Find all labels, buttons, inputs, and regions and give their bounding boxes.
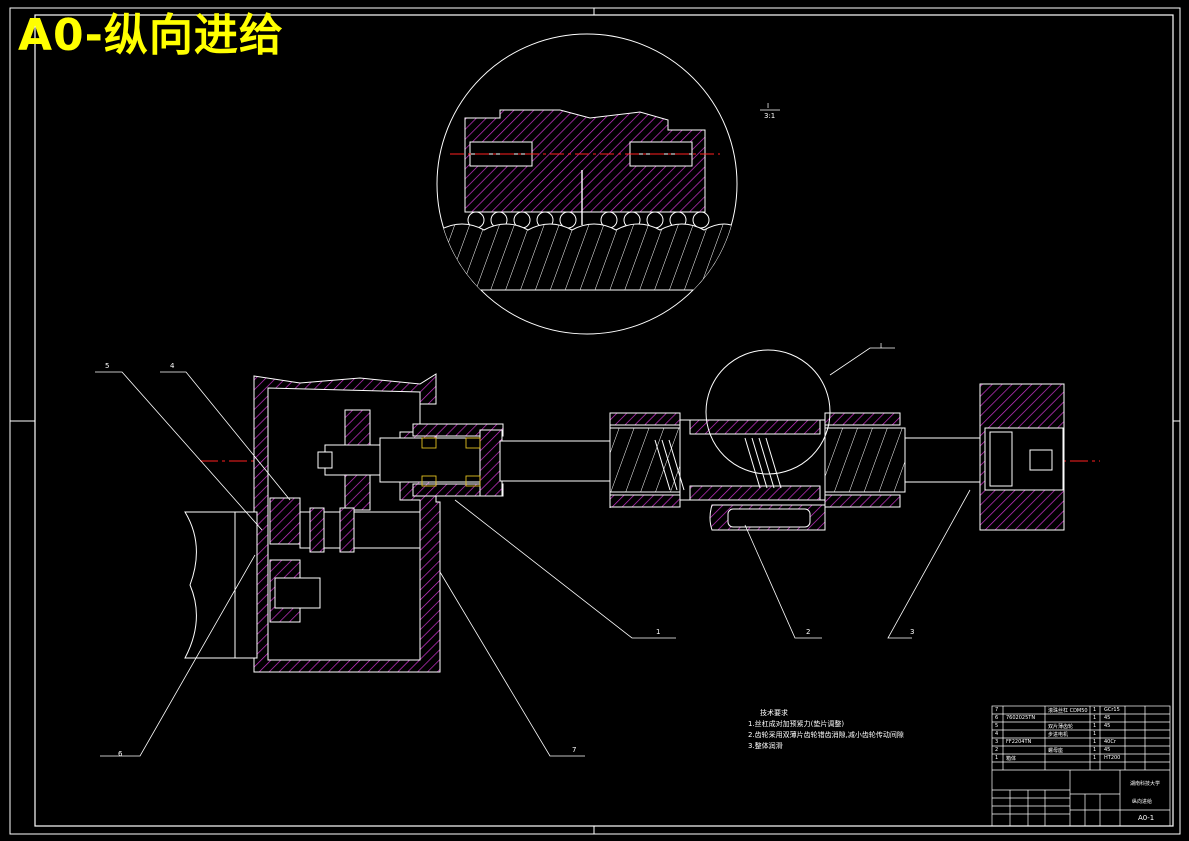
tb-part-no: 4 — [995, 731, 999, 737]
tb-part-mat: 40Cr — [1104, 739, 1116, 745]
scale-bottom: 3:1 — [764, 112, 776, 120]
tb-part-name: 箱体 — [1006, 756, 1017, 762]
part-label-4: 4 — [170, 362, 175, 370]
tb-part-name: 滚珠丝杠 CDM50 — [1048, 708, 1088, 714]
tb-part-name: FF2204TN — [1006, 739, 1032, 745]
detail-callout-label: I — [880, 342, 883, 350]
tb-part-no: 1 — [995, 755, 999, 761]
tb-part-name: 步进电机 — [1048, 732, 1069, 738]
tb-part-name: 螺母座 — [1048, 748, 1064, 754]
technical-notes: 技术要求 1.丝杠成对加预紧力(垫片调整) 2.齿轮采用双薄片齿轮错齿消隙,减小… — [748, 708, 904, 752]
drawing-title: A0-纵向进给 — [18, 10, 284, 61]
gearbox-housing — [184, 373, 504, 673]
part-label-2: 2 — [806, 628, 811, 636]
tb-part-mat: GCr15 — [1104, 707, 1120, 713]
title-block — [991, 705, 1171, 827]
tb-drawing-no: A0-1 — [1138, 814, 1155, 822]
note-line: 1.丝杠成对加预紧力(垫片调整) — [748, 720, 845, 728]
part-label-5: 5 — [105, 362, 110, 370]
tb-part-mat: 45 — [1104, 715, 1111, 721]
tb-part-qty: 1 — [1093, 723, 1097, 729]
leader-lines — [95, 347, 971, 757]
scale-top: I — [767, 102, 770, 110]
tb-part-name: 双片薄齿轮 — [1048, 724, 1074, 730]
note-line: 3.整体润滑 — [748, 742, 783, 750]
tb-part-qty: 1 — [1093, 755, 1097, 761]
tb-part-name: 7602025TN — [1006, 715, 1036, 721]
notes-heading: 技术要求 — [760, 709, 788, 717]
tb-part-no: 5 — [995, 723, 999, 729]
part-label-7: 7 — [572, 746, 577, 754]
note-line: 2.齿轮采用双薄片齿轮错齿消隙,减小齿轮传动间隙 — [748, 731, 904, 739]
tb-part-mat: 45 — [1104, 723, 1111, 729]
tb-school: 湖南科技大学 — [1130, 781, 1161, 787]
tb-part-qty: 1 — [1093, 707, 1097, 713]
part-label-3: 3 — [910, 628, 915, 636]
part-label-1: 1 — [656, 628, 661, 636]
tb-part-no: 7 — [995, 707, 999, 713]
part-label-6: 6 — [118, 750, 123, 758]
tb-part-no: 2 — [995, 747, 999, 753]
tb-part-qty: 1 — [1093, 715, 1097, 721]
tb-drawing-name: 纵向进给 — [1132, 799, 1153, 805]
drawing-frame — [9, 7, 1181, 835]
tb-part-no: 3 — [995, 739, 999, 745]
tb-part-mat: 45 — [1104, 747, 1111, 753]
ball-screw-assembly — [499, 349, 1065, 531]
tb-part-qty: 1 — [1093, 731, 1097, 737]
tb-part-qty: 1 — [1093, 747, 1097, 753]
tb-part-no: 6 — [995, 715, 999, 721]
tb-part-mat: HT200 — [1104, 755, 1121, 761]
tb-part-qty: 1 — [1093, 739, 1097, 745]
detail-view-I — [436, 33, 738, 335]
